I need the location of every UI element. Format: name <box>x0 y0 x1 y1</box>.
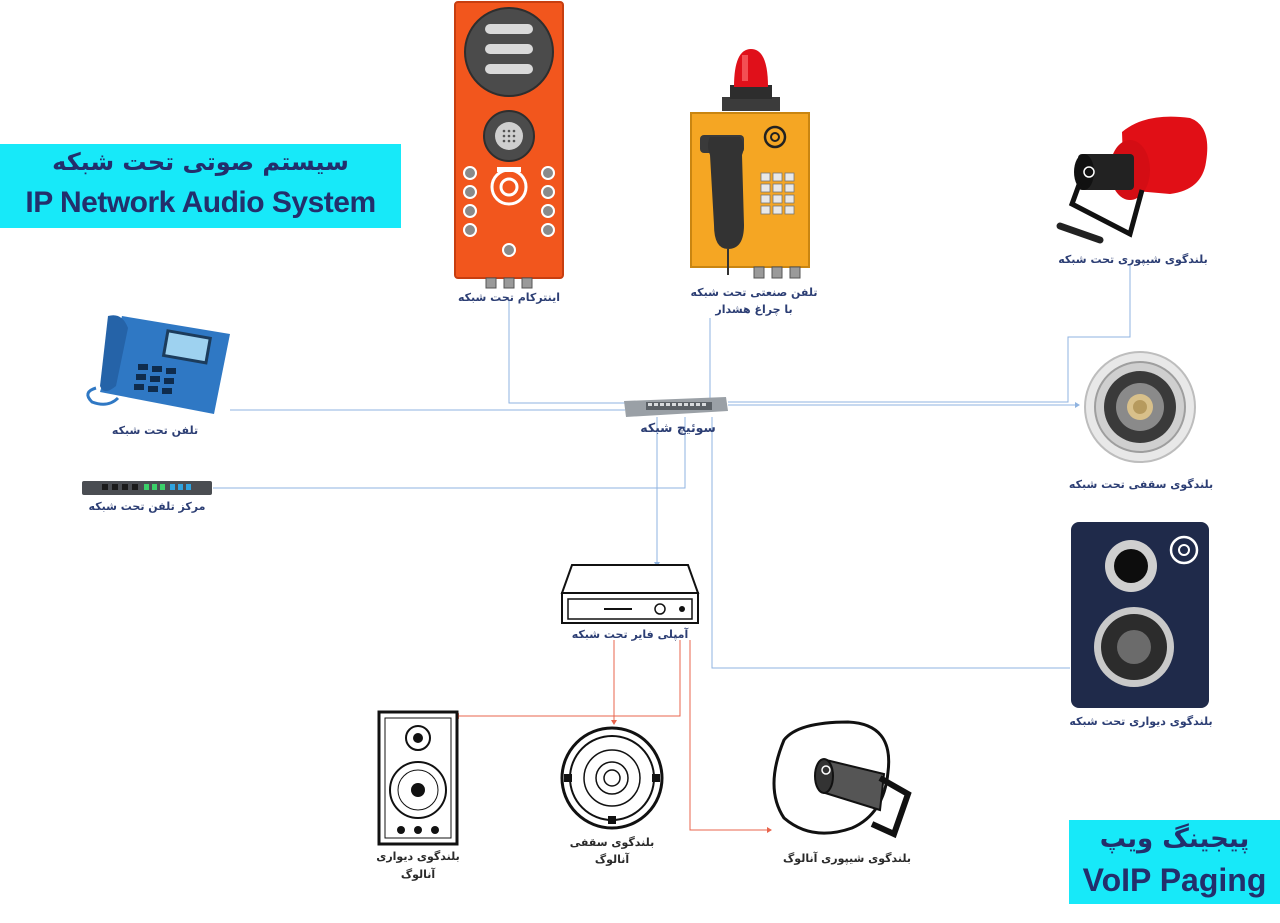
industrial-phone-label-1: تلفن صنعتی تحت شبکه <box>690 286 818 299</box>
industrial-phone-label-2: با چراغ هشدار <box>715 303 793 316</box>
ip-phone-device <box>86 315 230 414</box>
line-amp-horn-analog <box>689 640 767 831</box>
line-horn-switch <box>728 264 1131 403</box>
title-banner: سیستم صوتی تحت شبکه IP Network Audio Sys… <box>0 144 401 228</box>
ceiling-speaker-analog-label-2: آنالوگ <box>594 853 630 866</box>
line-intercom-switch <box>508 300 630 404</box>
switch-label: سوئیچ شبکه <box>640 420 716 435</box>
title-persian: سیستم صوتی تحت شبکه <box>52 148 349 176</box>
ceiling-speaker-analog-device <box>560 726 664 830</box>
line-switch-wall <box>711 417 1070 669</box>
pbx-label: مرکز تلفن تحت شبکه <box>88 500 206 513</box>
horn-speaker-analog-label: بلندگوی شیپوری آنالوگ <box>783 852 911 865</box>
line-amp-wall-analog <box>459 640 681 717</box>
network-switch-device <box>624 397 728 417</box>
line-pbx-switch <box>213 417 686 489</box>
ceiling-speaker-analog-label-1: بلندگوی سقفی <box>569 836 655 849</box>
ip-phone-label: تلفن تحت شبکه <box>111 424 199 437</box>
wall-speaker-analog-label-2: آنالوگ <box>400 868 436 881</box>
horn-speaker-analog-device <box>772 720 912 839</box>
wall-speaker-analog-label-1: بلندگوی دیواری <box>376 850 460 863</box>
voip-banner: پیجینگ ویپ VoIP Paging <box>1069 820 1280 904</box>
amplifier-device <box>560 564 700 624</box>
title-english: IP Network Audio System <box>25 186 376 219</box>
pbx-device <box>82 481 212 495</box>
amplifier-label: آمپلی فایر تحت شبکه <box>571 628 689 641</box>
voip-persian: پیجینگ ویپ <box>1099 824 1250 854</box>
intercom-device <box>454 1 564 289</box>
intercom-label: اینترکام تحت شبکه <box>457 291 561 304</box>
horn-speaker-ip-device <box>1056 116 1208 244</box>
wall-speaker-analog-device <box>377 710 459 846</box>
horn-speaker-ip-label: بلندگوی شیپوری تحت شبکه <box>1058 253 1208 266</box>
wall-speaker-ip-device <box>1071 522 1209 708</box>
industrial-phone-device <box>690 49 810 279</box>
ceiling-speaker-ip-label: بلندگوی سقفی تحت شبکه <box>1068 478 1214 491</box>
ceiling-speaker-ip-device <box>1084 351 1196 463</box>
wall-speaker-ip-label: بلندگوی دیواری تحت شبکه <box>1069 715 1213 728</box>
voip-english: VoIP Paging <box>1082 862 1267 898</box>
